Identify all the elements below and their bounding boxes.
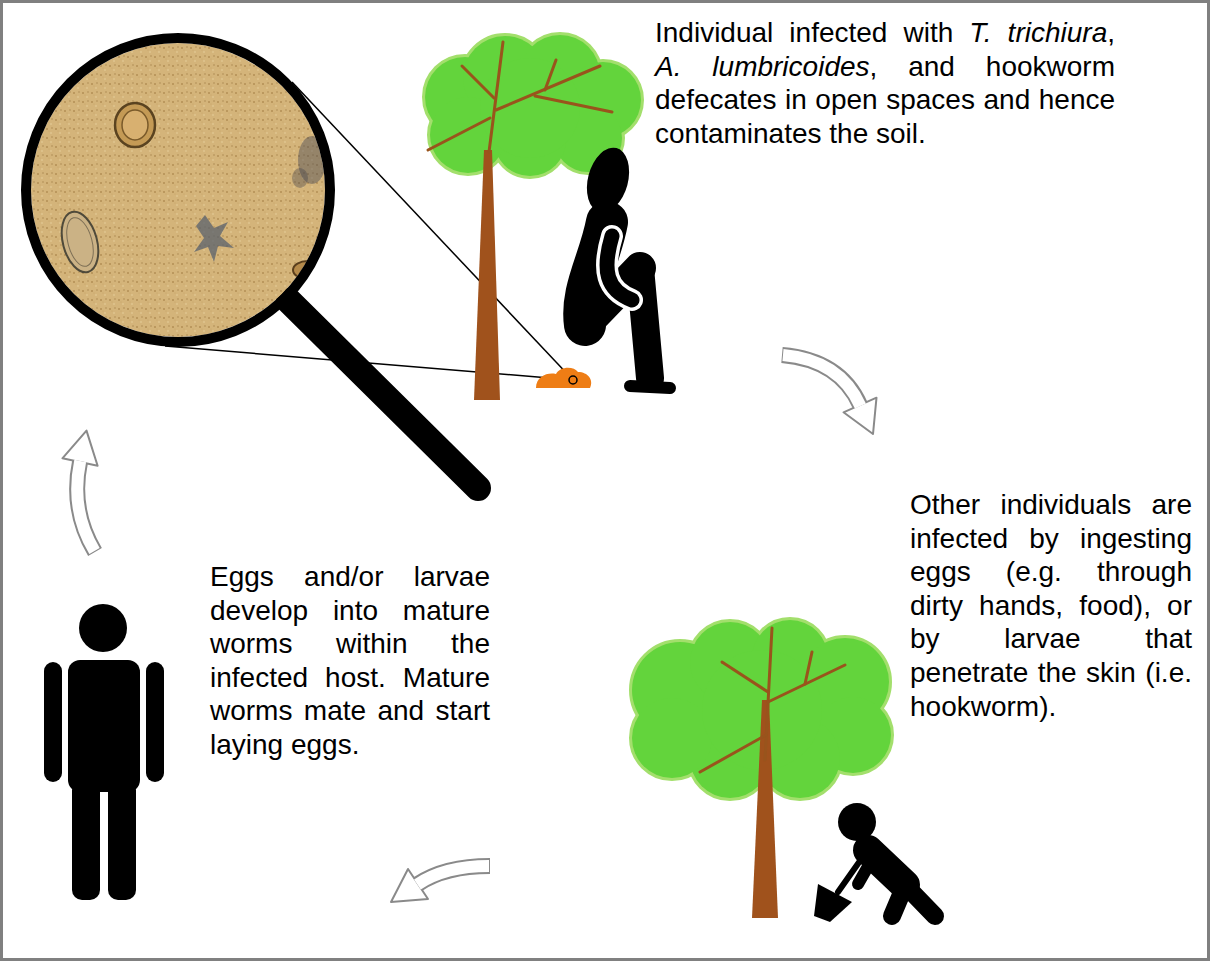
arrow-band [783,355,860,406]
zoom-spot [569,376,577,384]
arrow-band [418,866,490,884]
magnifier-handle [289,301,478,488]
tree [425,35,641,400]
arrow-band [77,462,95,552]
squatting-person [584,222,670,388]
debris [194,215,234,262]
tree-branch [765,628,772,760]
tree-branch [545,60,556,90]
ascaris-egg [115,103,155,147]
cycle-arrow [782,355,877,434]
cycle-arrow [391,866,490,902]
tree-crown [632,698,712,778]
person-leg [892,890,903,916]
arrow-band [782,355,860,405]
tree-branch [462,66,494,98]
zoom-line [165,346,573,380]
text-slot: Individual infected with T. trichiura, A… [655,16,1115,151]
digging-person [838,850,935,916]
tree-branch [496,66,600,110]
person-head [838,803,876,841]
person-leg [640,268,650,378]
egg-core [122,110,148,140]
person-arm [146,662,164,782]
tree [632,620,891,918]
stage-description: Individual infected with T. trichiura, A… [655,16,1115,150]
tree-crown [632,698,712,778]
magnifier-ring [26,38,330,342]
person-arm [607,236,632,300]
stage-description: Eggs and/or larvae develop into mature w… [210,560,490,762]
egg-core [62,215,98,270]
tree-branch [805,652,812,684]
person-arm [607,236,632,300]
standing-person [44,604,164,900]
feces [536,368,591,388]
person-head [580,143,636,217]
text-slot: Other individuals are infected by ingest… [910,488,1192,724]
person-leg [108,780,136,900]
person-foot [630,386,670,388]
text-slot: Eggs and/or larvae develop into mature w… [210,560,490,762]
arrow-band [77,461,94,551]
shovel-blade [814,884,852,922]
shovel-handle [838,858,862,892]
person-leg [72,780,100,900]
tree-branch [722,662,768,692]
cycle-arrow [62,431,97,552]
tree-branch [700,735,766,772]
person-head [79,604,127,652]
stage-description: Other individuals are infected by ingest… [910,488,1192,723]
person-body [68,660,140,792]
hookworm-egg [56,208,105,277]
tree-trunk [474,150,500,400]
arrow-band [417,866,489,884]
tree-branch [428,118,490,150]
debris [292,168,308,188]
arrow-head [62,431,97,466]
person-arm [44,662,62,782]
tree-branch [535,96,612,112]
